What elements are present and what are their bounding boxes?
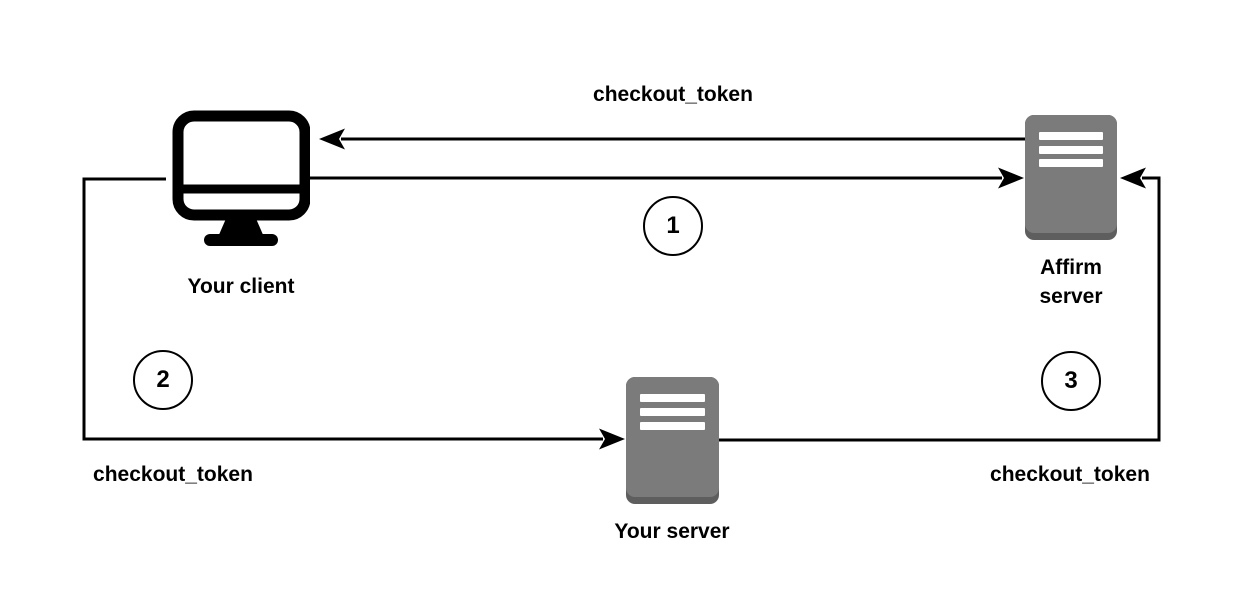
edge-client-to-affirm-arrow [310, 167, 1024, 189]
affirm-server-node: Affirm server [1025, 115, 1117, 308]
client-label: Your client [187, 275, 295, 298]
monitor-icon [172, 110, 310, 246]
affirm-server-label: Affirm server [1039, 256, 1103, 308]
edge-client-to-your-server-arrow [82, 177, 625, 450]
edge-affirm-to-client-arrow [319, 128, 1025, 150]
edge-your-server-to-affirm-arrow [719, 167, 1161, 442]
checkout-token-label-bottom-right: checkout_token [990, 463, 1150, 486]
checkout-token-label-bottom-left: checkout_token [93, 463, 253, 486]
your-server-node: Your server [614, 377, 730, 543]
client-node: Your client [172, 110, 310, 298]
server-icon [626, 377, 719, 504]
step-1-badge: 1 [643, 196, 703, 256]
checkout-token-label-top: checkout_token [593, 83, 753, 106]
your-server-label: Your server [614, 520, 730, 543]
step-3-badge: 3 [1041, 351, 1101, 411]
step-2-badge: 2 [133, 350, 193, 410]
server-icon [1025, 115, 1117, 240]
